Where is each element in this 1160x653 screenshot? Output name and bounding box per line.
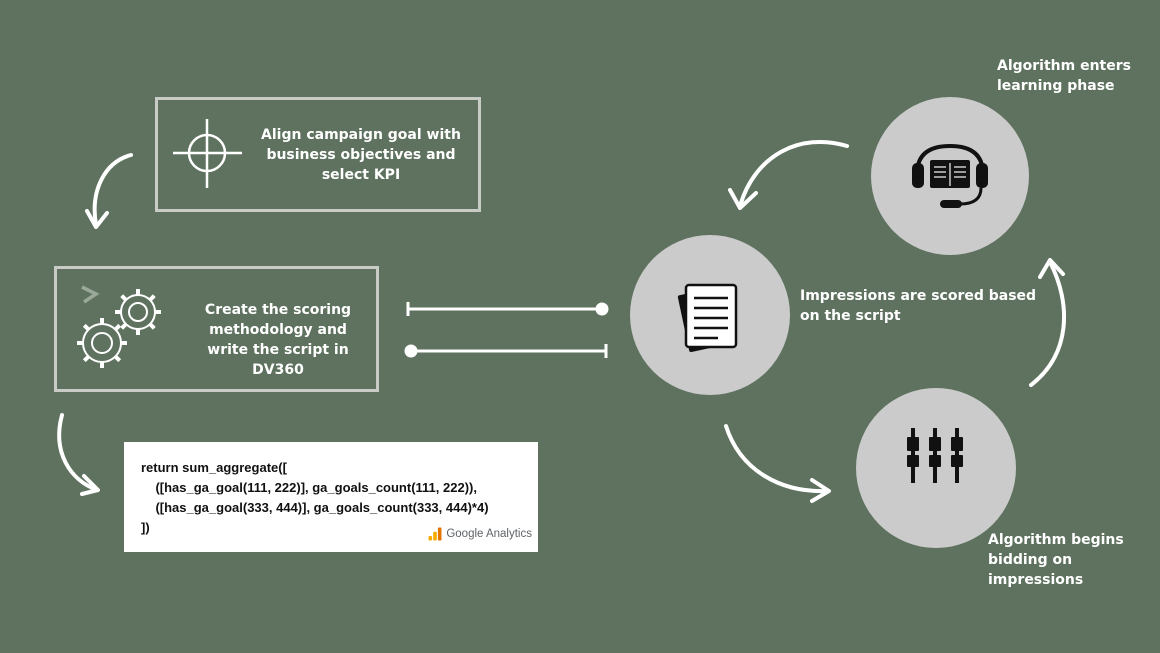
learning-label: Algorithm enters learning phase: [997, 58, 1131, 94]
align-goal-label: Align campaign goal with business object…: [261, 127, 461, 183]
code-line-2: ([has_ga_goal(111, 222)], ga_goals_count…: [141, 480, 477, 495]
scored-circle: [630, 235, 790, 395]
arrow-learning-to-scored: [728, 140, 849, 210]
code-line-1: return sum_aggregate([: [141, 460, 287, 475]
code-line-3: ([has_ga_goal(333, 444)], ga_goals_count…: [141, 500, 489, 515]
script-code-box: return sum_aggregate([ ([has_ga_goal(111…: [124, 442, 538, 552]
scoring-box: [54, 266, 379, 392]
scored-label: Impressions are scored based on the scri…: [800, 288, 1037, 324]
bidding-label: Algorithm begins bidding on impressions: [988, 532, 1124, 588]
connector-to-scored: [406, 302, 609, 316]
google-analytics-text: Google Analytics: [446, 528, 532, 540]
align-goal-box: [155, 97, 481, 212]
arrow-scored-to-bidding: [724, 424, 831, 503]
scoring-label: Create the scoring methodology and write…: [204, 302, 352, 378]
arrow-align-to-scoring: [85, 153, 133, 229]
google-analytics-icon: [428, 527, 442, 541]
arrow-scoring-to-code: [57, 413, 100, 496]
learning-circle: [871, 97, 1029, 255]
code-line-4: ]): [141, 520, 150, 535]
bidding-circle: [856, 388, 1016, 548]
connector-from-scored: [404, 344, 608, 358]
google-analytics-logo: Google Analytics: [428, 524, 532, 544]
